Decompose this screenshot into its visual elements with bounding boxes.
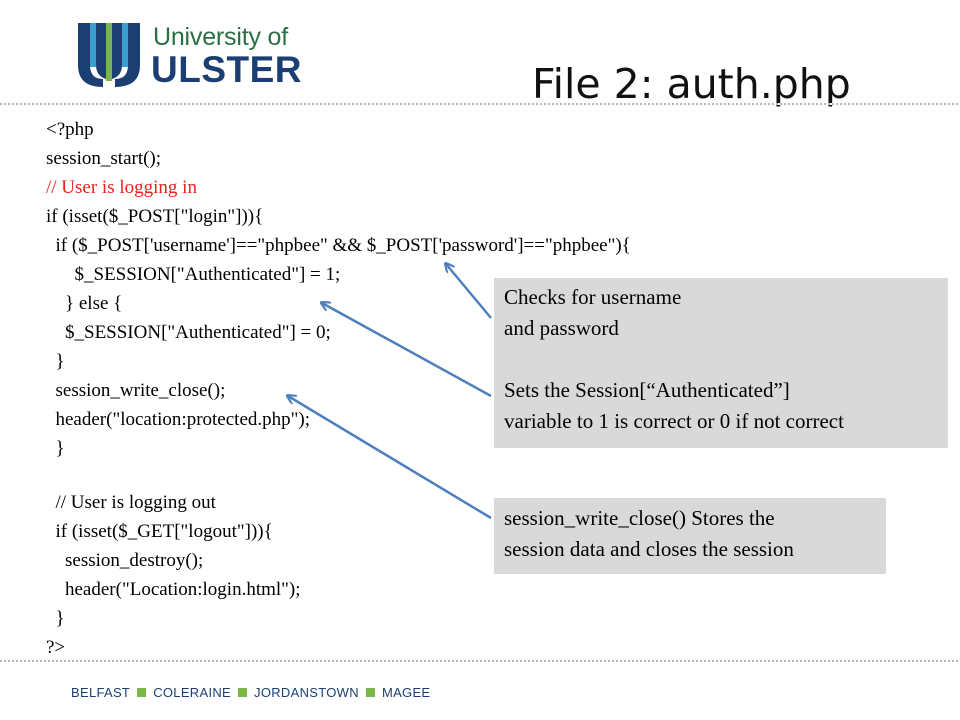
footer-campus-list: BELFAST COLERAINE JORDANSTOWN MAGEE: [71, 684, 430, 700]
university-logo: University of ULSTER: [76, 21, 302, 90]
code-line: }: [46, 351, 65, 372]
arrow-to-else-branch: [322, 303, 492, 398]
code-line: session_start();: [46, 148, 162, 169]
logo-text-ulster: ULSTER: [151, 49, 302, 90]
code-line: }: [46, 438, 65, 459]
callout-text: Checks for username: [504, 285, 682, 309]
separator-square-icon: [365, 688, 375, 698]
code-line: ?>: [46, 637, 66, 658]
code-line: if (isset($_GET["logout"])){: [46, 521, 273, 542]
bottom-divider: [0, 660, 960, 662]
top-divider: [0, 103, 960, 105]
code-comment-line: // User is logging in: [46, 177, 197, 198]
arrow-to-session-write-close: [288, 396, 492, 520]
separator-square-icon: [137, 688, 147, 698]
callout-auth-check: Checks for username and password Sets th…: [494, 278, 948, 448]
code-line: header("location:protected.php");: [46, 409, 311, 430]
callout-text: session data and closes the session: [504, 537, 794, 561]
code-line: if ($_POST['username']=="phpbee" && $_PO…: [46, 235, 631, 256]
callout-text: and password: [504, 316, 619, 340]
callout-text: Sets the Session[“Authenticated”]: [504, 378, 790, 402]
code-line: header("Location:login.html");: [46, 579, 301, 600]
code-line: $_SESSION["Authenticated"] = 0;: [46, 322, 331, 343]
code-line: session_write_close();: [46, 380, 226, 401]
campus-label: BELFAST: [71, 685, 131, 701]
code-line: $_SESSION["Authenticated"] = 1;: [46, 264, 341, 285]
code-line: <?php: [46, 119, 94, 140]
callout-text: variable to 1 is correct or 0 if not cor…: [504, 409, 844, 433]
campus-label: COLERAINE: [153, 685, 232, 701]
code-line: // User is logging out: [46, 492, 216, 513]
callout-write-close: session_write_close() Stores the session…: [494, 498, 886, 574]
callout-text: session_write_close() Stores the: [504, 506, 775, 530]
logo-text-university-of: University of: [153, 23, 288, 51]
slide-title: File 2: auth.php: [532, 60, 851, 108]
campus-label: JORDANSTOWN: [254, 685, 359, 701]
code-line: if (isset($_POST["login"])){: [46, 206, 264, 227]
campus-label: MAGEE: [381, 685, 431, 701]
ulster-crest-icon: [78, 23, 140, 87]
separator-square-icon: [238, 688, 248, 698]
code-line: }: [46, 608, 65, 629]
code-line: session_destroy();: [46, 550, 204, 571]
arrow-to-username-check: [446, 264, 492, 319]
code-line: } else {: [46, 293, 123, 314]
